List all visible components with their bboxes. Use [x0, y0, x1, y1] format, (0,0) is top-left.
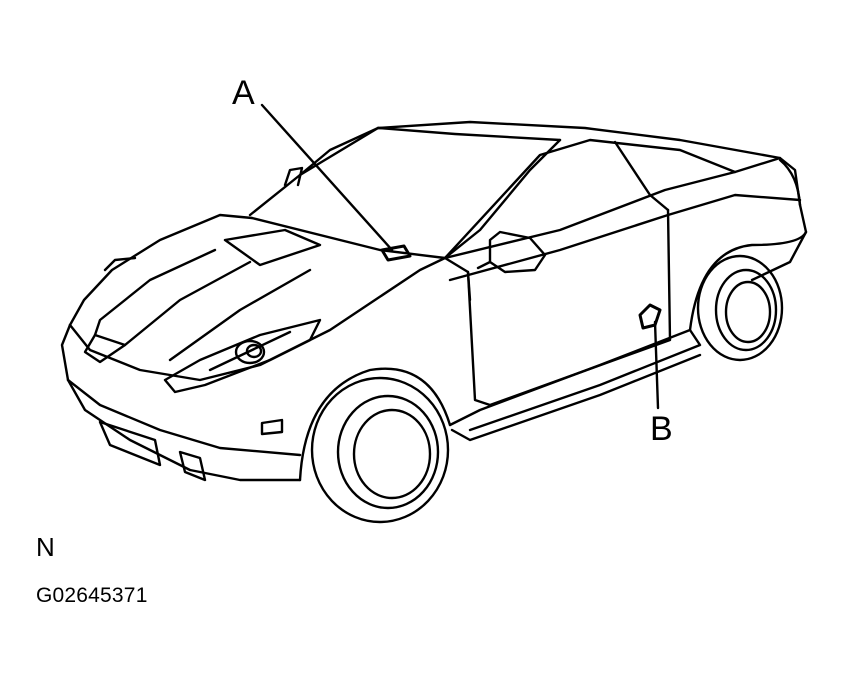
hood-vent	[225, 230, 320, 265]
callout-label-a: A	[232, 74, 255, 112]
vin-plate-marker	[382, 246, 410, 260]
rear-rim	[716, 270, 776, 350]
headlight-lens	[236, 341, 264, 363]
rear-quarter	[735, 158, 806, 280]
front-wheel-arch	[300, 369, 450, 480]
figure-code: G02645371	[36, 584, 148, 607]
hood-stripe-3	[170, 270, 310, 360]
side-window	[445, 140, 735, 258]
car-hood	[70, 215, 252, 325]
roof-line	[378, 128, 560, 140]
headlight-lens-inner	[247, 345, 261, 357]
hood-front-line	[70, 258, 445, 380]
headlight-housing	[165, 320, 320, 392]
side-character-line	[450, 195, 800, 280]
callout-b-leader	[655, 322, 658, 408]
rear-tire	[698, 256, 782, 360]
right-mirror	[490, 232, 545, 272]
callout-a-leader	[262, 105, 392, 250]
rocker-lower	[452, 355, 700, 440]
door-label-marker	[640, 305, 660, 328]
hood-stripe-2	[125, 262, 250, 345]
lower-intake	[100, 422, 160, 465]
left-fender-peak	[105, 258, 135, 270]
door-front-edge	[445, 258, 470, 300]
side-marker	[262, 420, 282, 434]
left-mirror	[285, 168, 302, 185]
rear-rim-inner	[726, 282, 770, 342]
callout-label-b: B	[650, 410, 673, 448]
rear-wheel-arch	[690, 232, 806, 330]
window-divider	[615, 142, 668, 210]
headlight-inner-line	[210, 332, 290, 370]
bumper-line	[68, 380, 300, 455]
front-rim	[338, 396, 438, 508]
front-tire	[312, 378, 448, 522]
car-roof	[250, 122, 780, 215]
hood-center-scoop	[85, 335, 125, 362]
fog-lamp	[180, 452, 205, 480]
windshield-top	[300, 128, 378, 175]
front-rim-inner	[354, 410, 430, 498]
view-letter: N	[36, 532, 55, 562]
mirror-stem	[478, 262, 490, 268]
hood-stripe-1	[95, 250, 215, 335]
